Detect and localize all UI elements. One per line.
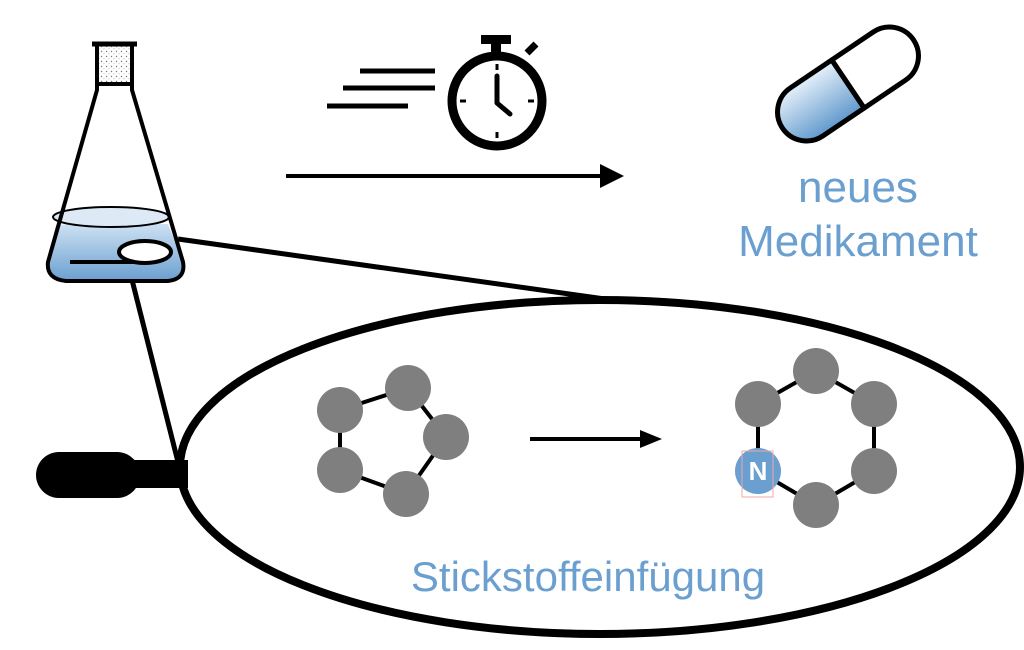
speed-lines-icon	[327, 68, 435, 109]
carbon-atom	[793, 482, 839, 528]
carbon-atom	[317, 387, 363, 433]
product-label-line1: neues	[798, 163, 918, 212]
nitrogen-atom	[735, 448, 781, 494]
carbon-atom	[851, 448, 897, 494]
zoom-line-bottom	[125, 263, 181, 463]
carbon-atom	[317, 447, 363, 493]
carbon-atom	[793, 348, 839, 394]
carbon-atom	[423, 414, 469, 460]
pentagon-molecule	[317, 365, 469, 517]
magnifier-handle-icon	[36, 452, 188, 498]
reaction-label: Stickstoffeinfügung	[411, 553, 765, 600]
nitrogen-label: N	[749, 456, 768, 486]
zoom-spot	[117, 239, 173, 265]
product-label-line2: Medikament	[738, 217, 978, 266]
carbon-atom	[385, 365, 431, 411]
hexagon-molecule: N	[735, 348, 897, 528]
carbon-atom	[383, 471, 429, 517]
stopwatch-icon	[447, 35, 547, 151]
carbon-atom	[735, 381, 781, 427]
process-arrow	[286, 164, 624, 188]
zoom-line-top	[177, 236, 613, 303]
carbon-atom	[851, 381, 897, 427]
capsule-icon	[775, 24, 921, 144]
reaction-arrow	[530, 430, 662, 448]
flask-icon	[45, 41, 186, 283]
